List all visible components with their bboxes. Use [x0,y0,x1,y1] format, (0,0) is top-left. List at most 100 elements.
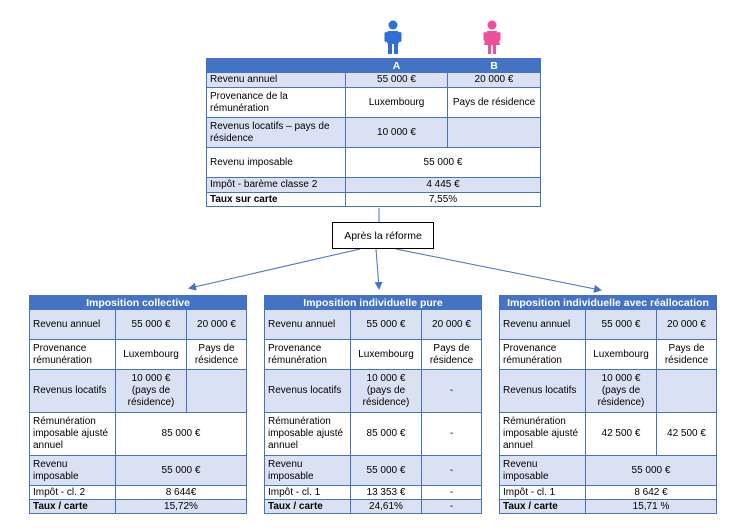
panel-individuelle-reallocation: Imposition individuelle avec réallocatio… [498,295,718,514]
row-label: Revenu imposable [206,147,346,178]
value-b: - [421,499,482,514]
row-label: Provenance de la rémunération [206,87,346,118]
table-row: Revenu annuel 55 000 € 20 000 € [264,309,482,340]
table-row: Revenu annuel 55 000 € 20 000 € [499,309,718,340]
row-label: Revenu annuel [29,309,116,340]
row-label: Taux / carte [264,499,351,514]
row-label: Impôt - cl. 1 [499,485,586,500]
table-row: Rémunération imposable ajusté annuel 85 … [29,412,247,456]
table-row: Revenu imposable 55 000 € [29,455,247,486]
table-row: Impôt - cl. 1 13 353 € - [264,485,482,500]
panel-title: Imposition individuelle pure [264,295,482,310]
value-b [186,369,247,413]
value-ab: 8 644€ [115,485,247,500]
value-ab: 8 642 € [584,485,718,500]
table-row: Taux / carte 24,61% - [264,499,482,514]
row-label: Revenu imposable [264,455,351,486]
row-label: Rémunération imposable ajusté annuel [499,412,586,456]
value-b: Pays de résidence [655,339,718,370]
value-b: 20 000 € [186,309,247,340]
table-row: Revenu imposable 55 000 € [499,455,718,486]
row-label: Provenance rémunération [264,339,351,370]
value-a: 10 000 € (pays de résidence) [350,369,422,413]
value-a: 55 000 € [585,309,657,340]
value-b: 20 000 € [421,309,482,340]
value-a: Luxembourg [115,339,187,370]
table-row: Provenance de la rémunération Luxembourg… [206,87,541,118]
value-ab: 85 000 € [115,412,247,456]
table-row: Revenu annuel 55 000 € 20 000 € [29,309,247,340]
header-empty [206,58,346,73]
value-b: - [421,412,482,456]
table-row: Taux sur carte 7,55% [206,192,541,207]
table-row: Rémunération imposable ajusté annuel 85 … [264,412,482,456]
row-label: Provenance rémunération [499,339,586,370]
arrow-line-right [395,248,602,293]
row-label: Revenu annuel [206,72,346,88]
value-ab: 55 000 € [345,147,541,178]
value-a: 13 353 € [350,485,422,500]
table-row: Revenu imposable 55 000 € - [264,455,482,486]
value-a: 55 000 € [345,72,448,88]
row-label: Taux / carte [499,499,586,514]
value-b: Pays de résidence [186,339,247,370]
row-label: Provenance rémunération [29,339,116,370]
value-b [655,369,718,413]
value-a: Luxembourg [350,339,422,370]
row-label: Revenus locatifs [29,369,116,413]
table-row: Provenance rémunération Luxembourg Pays … [29,339,247,370]
panel-individuelle-pure: Imposition individuelle pure Revenu annu… [264,295,482,514]
table-row: Provenance rémunération Luxembourg Pays … [499,339,718,370]
value-b: Pays de résidence [447,87,541,118]
table-row: Rémunération imposable ajusté annuel 42 … [499,412,718,456]
arrow-line-left [188,248,361,291]
row-label: Rémunération imposable ajusté annuel [29,412,116,456]
value-ab: 55 000 € [584,455,718,486]
value-a: 55 000 € [115,309,187,340]
row-label: Revenus locatifs [264,369,351,413]
male-person-icon [384,20,402,54]
value-a: Luxembourg [345,87,448,118]
value-a: Luxembourg [585,339,657,370]
value-b: Pays de résidence [421,339,482,370]
value-ab: 4 445 € [345,177,541,193]
table-row: Revenus locatifs 10 000 € (pays de résid… [29,369,247,413]
value-a: 10 000 € [345,117,448,148]
value-ab: 7,55% [345,192,541,207]
table-row: Revenu annuel 55 000 € 20 000 € [206,72,541,88]
value-b: - [421,369,482,413]
header-a: A [345,58,448,73]
table-row: Provenance rémunération Luxembourg Pays … [264,339,482,370]
table-row: Revenus locatifs 10 000 € (pays de résid… [499,369,718,413]
row-label: Revenu annuel [499,309,586,340]
row-label: Revenus locatifs [499,369,586,413]
arrow-line-center [374,248,383,290]
value-b: 42 500 € [655,412,718,456]
panel-collective: Imposition collective Revenu annuel 55 0… [29,295,247,514]
row-label: Taux sur carte [206,192,346,207]
reform-label: Après la réforme [344,229,422,242]
row-label: Revenu imposable [29,455,116,486]
value-ab: 55 000 € [115,455,247,486]
value-ab: 15,72% [115,499,247,514]
panel-title: Imposition individuelle avec réallocatio… [498,295,718,310]
row-label: Rémunération imposable ajusté annuel [264,412,351,456]
value-a: 10 000 € (pays de résidence) [585,369,657,413]
table-row: Impôt - barème classe 2 4 445 € [206,177,541,193]
value-b: 20 000 € [655,309,718,340]
value-b: - [421,485,482,500]
value-b: 20 000 € [447,72,541,88]
row-label: Impôt - barème classe 2 [206,177,346,193]
row-label: Revenu annuel [264,309,351,340]
table-row: Impôt - cl. 2 8 644€ [29,485,247,500]
table-row: Revenu imposable 55 000 € [206,147,541,178]
value-a: 55 000 € [350,309,422,340]
table-row: Taux / carte 15,72% [29,499,247,514]
row-label: Impôt - cl. 2 [29,485,116,500]
row-label: Impôt - cl. 1 [264,485,351,500]
value-b [447,117,541,148]
top-table: A B Revenu annuel 55 000 € 20 000 € Prov… [206,58,541,207]
female-person-icon [483,20,501,54]
value-a: 42 500 € [585,412,657,456]
